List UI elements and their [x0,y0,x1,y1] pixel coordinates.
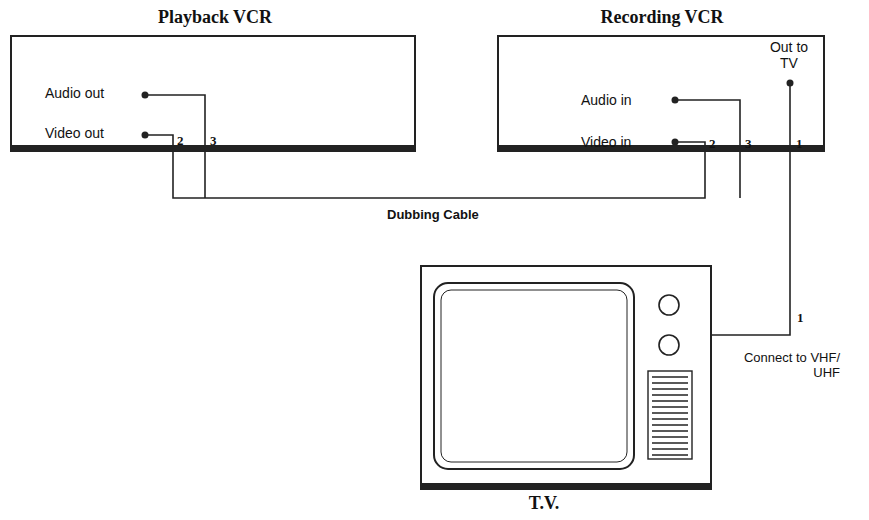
jack-label: Audio out [45,85,104,101]
jack-label: Video out [45,125,104,141]
callout-number: 3 [745,136,752,152]
jack-dot [142,132,149,139]
callout-number: 3 [210,133,217,149]
callout-number: 2 [709,136,716,152]
connection-note: Connect to VHF/ UHF [722,350,840,380]
jack-label: Audio in [581,92,632,108]
jack-dot [142,92,149,99]
cable-label: Dubbing Cable [385,207,481,222]
callout-number: 1 [796,136,803,152]
dubbing-cable [173,152,705,198]
tv-illustration [422,267,710,483]
jack-label: Video in [581,134,631,150]
device-title: Playback VCR [158,7,272,28]
callout-number: 2 [177,133,184,149]
jack-dot [787,80,794,87]
jack-dot [672,97,679,104]
callout-number: 1 [797,310,804,326]
jack-dot [672,139,679,146]
device-title: T.V. [529,493,559,514]
jack-label: Out to TV [763,39,815,71]
rf-cable [712,152,790,335]
vcr-box: Recording VCRAudio inVideo inOut to TV [497,35,825,152]
tv-set: T.V. [420,265,712,490]
device-title: Recording VCR [600,7,723,28]
rf-wire [789,83,791,150]
